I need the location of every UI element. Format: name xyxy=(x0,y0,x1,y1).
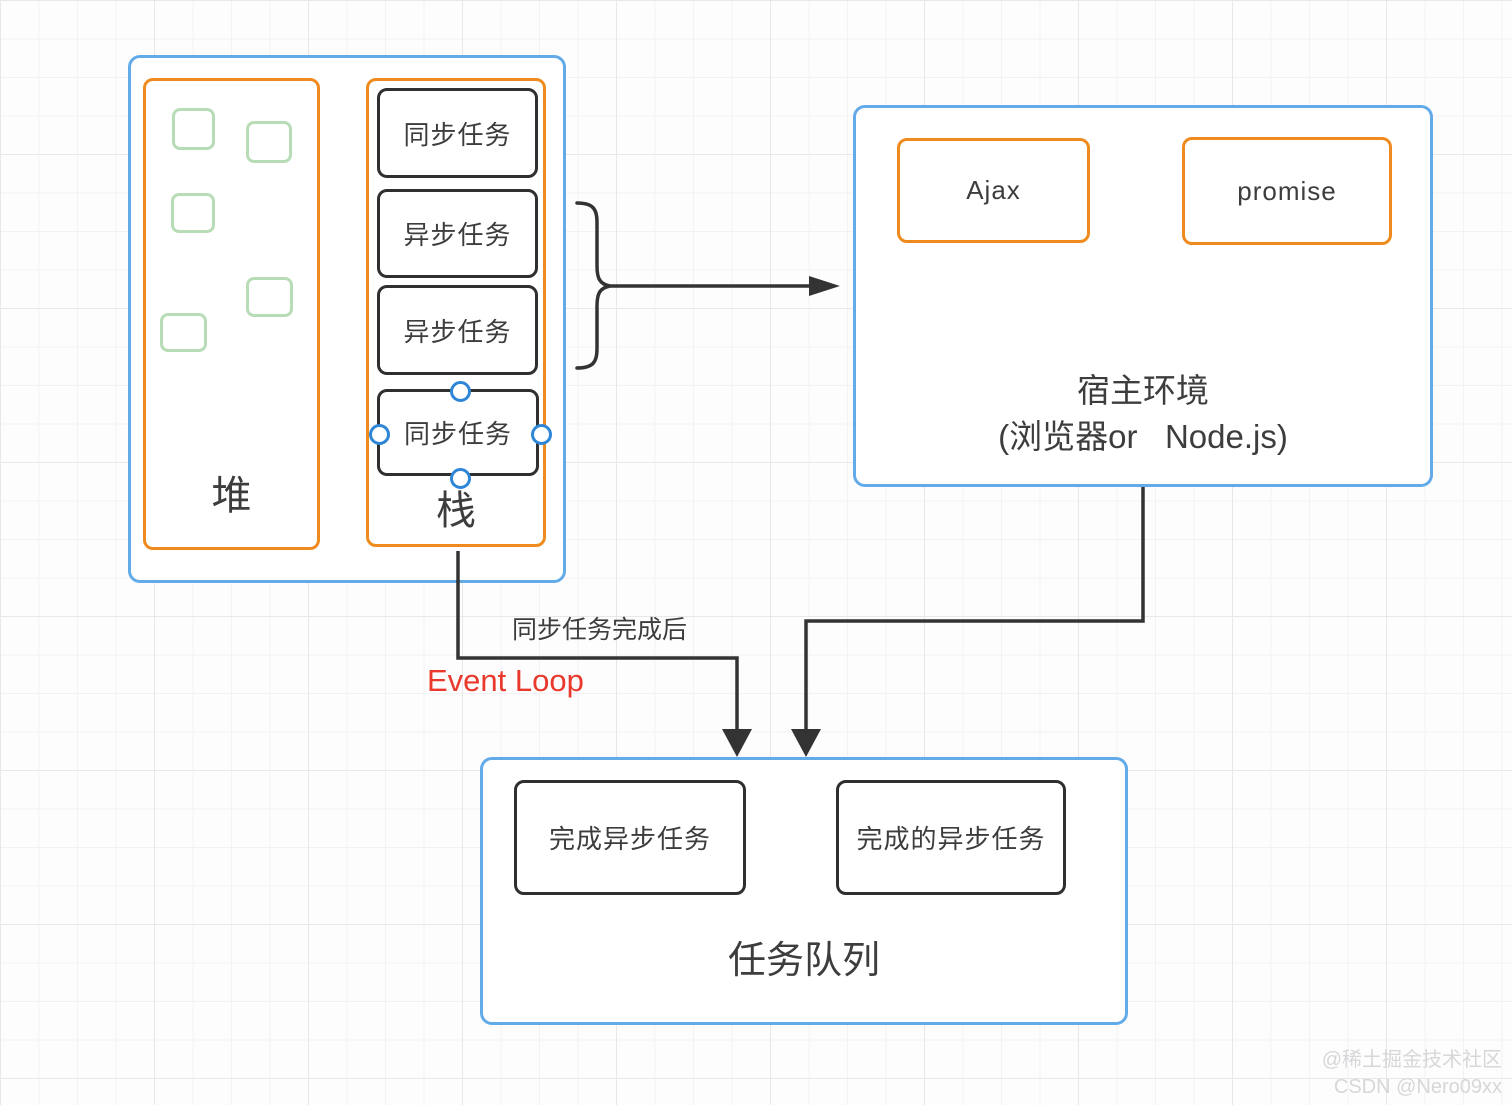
ajax-box: Ajax xyxy=(897,138,1090,243)
watermark-line1: @稀土掘金技术社区 xyxy=(1321,1049,1502,1071)
stack-item-async-task: 异步任务 xyxy=(377,285,538,375)
sync-done-note: 同步任务完成后 xyxy=(511,616,687,644)
host-env-title: 宿主环境 (浏览器or Node.js) xyxy=(853,368,1433,459)
stack-item-label: 异步任务 xyxy=(403,220,512,250)
heap-object-shape xyxy=(172,108,215,150)
selection-handle-left[interactable] xyxy=(369,424,390,445)
event-loop-label: Event Loop xyxy=(427,663,584,698)
heap-object-shape xyxy=(246,121,292,163)
arrow-host-to-queue-head-icon xyxy=(791,729,821,757)
watermark-line2: CSDN @Nero09xx xyxy=(1333,1076,1502,1098)
selection-handle-bottom[interactable] xyxy=(450,468,471,489)
queue-item-finished-async-2: 完成的异步任务 xyxy=(836,780,1066,895)
curly-brace-icon xyxy=(575,201,611,370)
stack-item-label: 异步任务 xyxy=(403,316,512,347)
arrow-to-host-head-icon xyxy=(809,276,840,296)
queue-item-label: 完成异步任务 xyxy=(548,824,711,854)
queue-item-label: 完成的异步任务 xyxy=(856,824,1046,854)
promise-label: promise xyxy=(1237,175,1337,206)
host-env-title-line1: 宿主环境 xyxy=(1077,372,1209,409)
selection-handle-right[interactable] xyxy=(531,424,552,445)
heap-label: 堆 xyxy=(211,474,252,518)
task-queue-label: 任务队列 xyxy=(727,940,880,982)
stack-item-async-task: 异步任务 xyxy=(377,189,538,278)
stack-item-label: 同步任务 xyxy=(403,419,512,449)
queue-item-finished-async: 完成异步任务 xyxy=(514,780,746,895)
stack-item-sync-task: 同步任务 xyxy=(377,88,538,178)
host-env-title-line2: (浏览器or Node.js) xyxy=(998,417,1288,455)
arrow-stack-to-queue-head-icon xyxy=(722,729,752,757)
watermark: @稀土掘金技术社区 CSDN @Nero09xx xyxy=(1322,1047,1502,1101)
arrow-host-to-queue-line xyxy=(804,487,1145,736)
selection-handle-top[interactable] xyxy=(450,381,471,402)
heap-object-shape xyxy=(160,313,207,352)
stack-item-sync-task-selected: 同步任务 xyxy=(377,389,539,476)
promise-box: promise xyxy=(1182,137,1392,245)
heap-object-shape xyxy=(171,193,215,233)
stack-label: 栈 xyxy=(436,489,476,533)
stack-item-label: 同步任务 xyxy=(403,119,512,150)
ajax-label: Ajax xyxy=(966,175,1021,205)
heap-object-shape xyxy=(246,277,293,317)
